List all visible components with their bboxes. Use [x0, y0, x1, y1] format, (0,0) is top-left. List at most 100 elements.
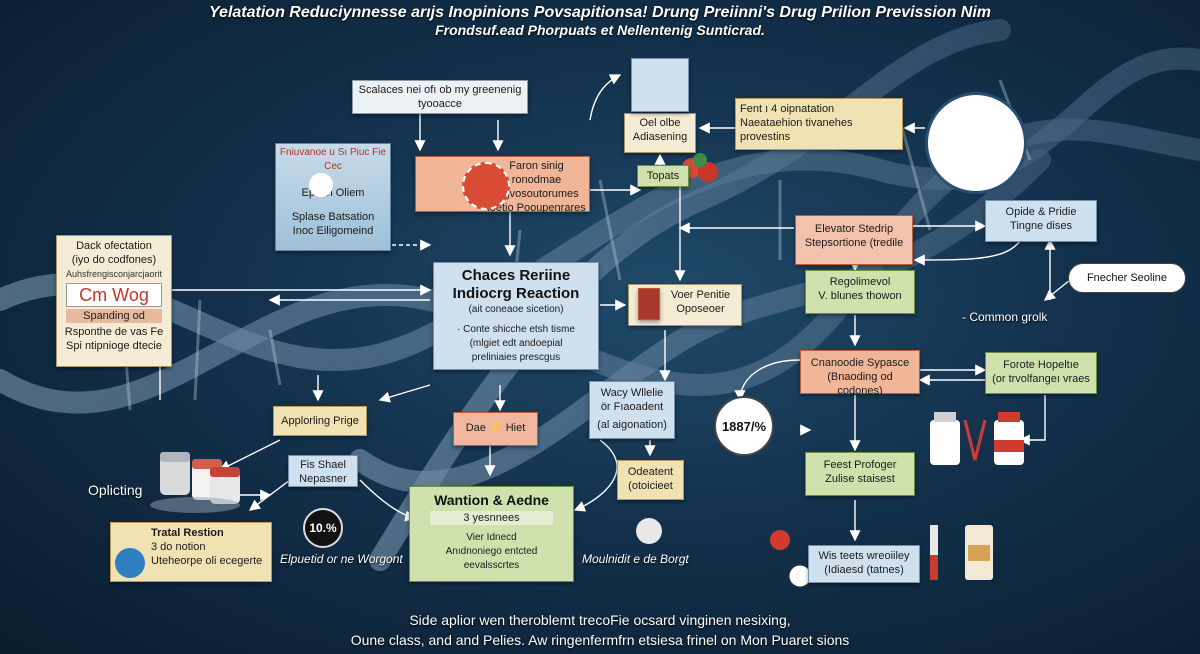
regolimevol-box: Regolimevol V. blunes thowon: [805, 270, 915, 314]
wantion-box: Wantion & Aedne 3 yesnnees Vier Idnecd A…: [409, 486, 574, 582]
reponth-line-1: Rsponthe de vas Fe: [64, 326, 164, 338]
voer-line-1: Voer Penitie: [670, 289, 731, 301]
faron-line-1: Faron sinig: [509, 160, 564, 172]
oel-olbe-line-2: Adiasening: [632, 131, 688, 143]
dack-card: Dack ofectation (iyo do codfones) Auhsfr…: [56, 235, 172, 367]
cnanoodie-line-1: Cnanoodie Sypasce: [810, 357, 910, 369]
footer-line-2: Oune class, and and Pelies. Aw ringenfer…: [350, 632, 850, 648]
cm-logo: Cm Wog: [66, 283, 162, 307]
elevator-box: Elevator Stedrip Stepsortione (tredile: [795, 215, 913, 265]
spanning-label: Spanding od: [66, 309, 162, 323]
wis-box: Wis teets wreoiiley (Idiaesd (tatnes): [808, 545, 920, 583]
regolimevol-line-2: V. blunes thowon: [818, 290, 902, 302]
odeatent-line-1: Odeatent: [627, 466, 674, 478]
topats-label: Topats: [646, 170, 680, 182]
odeatent-line-2: (otoicieet: [628, 480, 673, 492]
opide-line-1: Opide & Pridie: [1005, 206, 1077, 218]
central-line-1: · Conte shicche etsh tisme: [457, 324, 575, 335]
applorling-prige-box: Applorling Prige: [273, 406, 367, 436]
wantion-line-2: Anıdnoniego entcted: [445, 546, 538, 557]
percent-badge: 1887/%: [714, 396, 774, 456]
forote-line-2: (or trvolfangeı vraes: [992, 373, 1090, 385]
opticing-label: Oplicting: [88, 482, 143, 498]
feest-line-1: Feest Profoger: [823, 459, 897, 471]
feest-box: Feest Profoger Zulise staisest: [805, 452, 915, 496]
epiton-card-line-2: Inoc Eiligomeind: [292, 225, 374, 237]
wantion-title: Wantion & Aedne: [434, 492, 549, 508]
opide-line-2: Tingne dises: [1010, 220, 1072, 232]
wacy-box: Wacy Wllelie ör Fıaoadent (al aigonation…: [589, 381, 675, 439]
wantion-line-1: Vier Idnecd: [466, 532, 517, 543]
fent-box: Fent ı 4 oipnatation Naeataehion tivaneh…: [735, 98, 903, 150]
cnanoodie-line-2: (Bnaoding od codones): [827, 371, 893, 397]
central-reaction-box: Chaces Reriine Indiocrg Reaction (ait co…: [433, 262, 599, 370]
page-title-line-2: Frondsuf.ead Phorpuats et Nellentenig Su…: [435, 22, 765, 38]
gear-pill-icon: [636, 518, 662, 544]
faron-line-2: ronodmae: [511, 174, 562, 186]
tratal-line-3: Uteheorpe oli ecegerte: [151, 555, 263, 567]
connector-arrows: [154, 74, 1071, 542]
feest-line-2: Zulise staisest: [825, 473, 895, 485]
doctor-portrait-icon: [631, 58, 689, 112]
tratal-line-1: Tratal Restion: [151, 527, 224, 539]
voer-line-2: Oposeoer: [676, 303, 725, 315]
ten-percent-badge: 10.%: [303, 508, 343, 548]
odeatent-box: Odeatent (otoicieet: [617, 460, 684, 500]
regolimevol-line-1: Regolimevol: [829, 276, 891, 288]
fent-line-1: Fent ı 4 oipnatation: [740, 103, 835, 115]
wacy-line-3: (al aigonation): [597, 419, 667, 431]
elevator-line-1: Elevator Stedrip: [814, 223, 894, 235]
dack-line-2: (iyo do codfones): [71, 254, 157, 266]
central-title-2: Indiocrg Reaction: [452, 285, 580, 302]
scalaces-line-1: Scalaces nei ofı ob my greenenig: [358, 84, 522, 96]
tratal-line-2: 3 do notion: [151, 541, 206, 553]
cnanoodie-box: Cnanoodie Sypasce (Bnaoding od codones): [800, 350, 920, 397]
oel-olbe-box: Oel olbe Adiasening: [624, 113, 696, 153]
round-seal-logo: [925, 92, 1027, 194]
central-subtitle: (ait coneaoe sicetion): [468, 304, 564, 315]
scalaces-line-2: tyooacce: [417, 98, 463, 110]
voer-book-icon: [638, 288, 660, 320]
epiton-card-line-1: Splase Batsation: [291, 211, 375, 223]
oel-olbe-line-1: Oel olbe: [639, 117, 681, 129]
wis-line-2: (Idiaesd (tatnes): [824, 564, 904, 576]
globe-icon: [115, 548, 145, 578]
dae-hiet-box: Dae ⚡ Hiet: [453, 412, 538, 446]
s-badge-icon: [462, 162, 510, 210]
epiton-card: Fniuvanoe u Sı Piuc Fie Cec Epiton Oliem…: [275, 143, 391, 251]
lightning-icon: ⚡: [488, 422, 503, 434]
dack-line-1: Dack ofectation: [76, 240, 152, 252]
dae-label: Dae: [465, 422, 486, 434]
fis-shael-line-1: Fis Shael: [300, 459, 346, 471]
epiton-card-header: Fniuvanoe u Sı Piuc Fie Cec: [279, 147, 387, 172]
fis-shael-line-2: Nepasner: [299, 473, 347, 485]
dack-fine-print: Auhsfrengisconjarcjaorit: [65, 269, 163, 279]
epiton-s-icon: [309, 173, 333, 197]
forote-line-1: Forote Hopeltıe: [1003, 359, 1079, 371]
opide-box: Opide & Pridie Tingne dises: [985, 200, 1097, 242]
faron-line-3: Iegvosoutorumes: [494, 188, 579, 200]
topats-box: Topats: [637, 165, 689, 187]
faron-line-4: ibetio Pooupenrares: [487, 202, 586, 214]
central-line-2: (mlgiet edt andoepial: [469, 338, 563, 349]
page-title-line-1: Yelatation Reduciynnesse arıjs Inopinion…: [208, 4, 992, 21]
common-grok-label: - Common grolk: [962, 310, 1048, 324]
epiton-card-title: Epiton Oliem: [301, 187, 365, 199]
hiet-label: Hiet: [505, 422, 526, 434]
wantion-subtitle: 3 yesnnees: [430, 511, 553, 525]
scalaces-box: Scalaces nei ofı ob my greenenig tyooacc…: [352, 80, 528, 114]
medicine-bottles-icon: [930, 412, 1024, 465]
wacy-line-2: ör Fıaoadent: [600, 401, 664, 413]
footer-line-1: Side aplior wen theroblemt trecoFie ocsa…: [409, 612, 791, 628]
forote-box: Forote Hopeltıe (or trvolfangeı vraes: [985, 352, 1097, 394]
applorling-label: Applorling Prige: [281, 415, 359, 427]
medicine-jars-icon: [150, 452, 240, 513]
fis-shael-box: Fis Shael Nepasner: [288, 455, 358, 487]
wacy-line-1: Wacy Wllelie: [600, 387, 664, 399]
central-title-1: Chaces Reriine: [461, 267, 571, 284]
syringe-vial-icon: [770, 525, 993, 588]
fent-line-2: Naeataehion tivanehes: [740, 117, 853, 129]
elpuetid-label: Elpuetid or ne Worgont: [280, 552, 403, 566]
wis-line-1: Wis teets wreoiiley: [818, 550, 910, 562]
wantion-line-3: eevalsscrtes: [463, 560, 520, 571]
